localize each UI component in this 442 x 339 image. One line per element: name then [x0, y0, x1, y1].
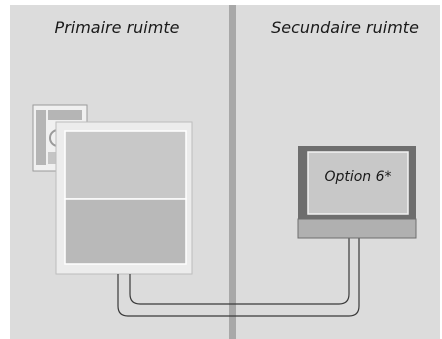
primary-room-label: Primaire ruimte	[54, 18, 180, 37]
secondary-room-label: Secundaire ruimte	[271, 18, 419, 37]
connection-cable	[117, 238, 360, 317]
secondary-tv	[297, 146, 417, 239]
primary-main-unit	[55, 121, 193, 275]
room-divider	[229, 5, 236, 339]
tv-option-label: Option 6*	[324, 169, 392, 185]
